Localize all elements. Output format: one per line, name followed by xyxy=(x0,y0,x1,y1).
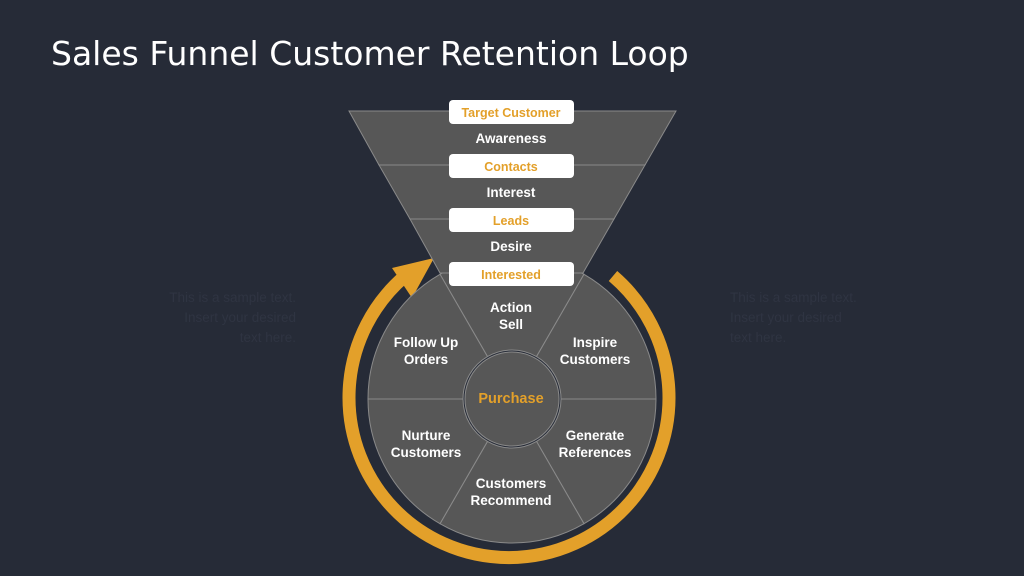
segment-label-follow-up: Follow Up xyxy=(394,335,459,350)
wheel-center-circle xyxy=(464,351,560,447)
segment-label-customers-3: Customers xyxy=(391,445,462,460)
wheel-segment-inspire xyxy=(535,273,657,400)
stage-tag: Interested xyxy=(481,268,541,282)
wheel-center-label: Purchase xyxy=(478,391,543,407)
stage-tag: Target Customer xyxy=(461,106,560,120)
segment-label-action: Action xyxy=(490,300,532,315)
segment-label-customers-2: Customers xyxy=(476,476,547,491)
page-title: Sales Funnel Customer Retention Loop xyxy=(51,34,689,73)
left-sample-line: This is a sample text. xyxy=(169,290,296,305)
wheel-segment-recommend xyxy=(439,440,585,544)
wheel-segment-nurture xyxy=(367,398,489,525)
stage-label: Interest xyxy=(487,185,536,200)
right-sample-text: This is a sample text. Insert your desir… xyxy=(730,288,880,348)
segment-label-inspire: Inspire xyxy=(573,335,618,350)
segment-label-generate: Generate xyxy=(566,428,625,443)
segment-label-sell: Sell xyxy=(499,317,523,332)
wheel-segment-follow-up xyxy=(367,273,489,400)
stage-tag-pill xyxy=(449,100,574,124)
stage-tag: Leads xyxy=(493,214,529,228)
stage-tag-pill xyxy=(449,262,574,286)
sales-funnel xyxy=(348,110,677,274)
funnel-stage-1: Target Customer Awareness xyxy=(449,100,574,146)
stage-label: Awareness xyxy=(475,131,546,146)
right-sample-line: This is a sample text. xyxy=(730,290,857,305)
left-sample-line: text here. xyxy=(239,330,296,345)
stage-tag: Contacts xyxy=(484,160,538,174)
segment-label-customers: Customers xyxy=(560,352,631,367)
funnel-stage-4: Interested xyxy=(449,262,574,286)
funnel-stage-2: Contacts Interest xyxy=(449,154,574,200)
stage-tag-pill xyxy=(449,154,574,178)
right-sample-line: Insert your desired xyxy=(730,310,842,325)
retention-wheel xyxy=(367,254,657,544)
segment-label-orders: Orders xyxy=(404,352,448,367)
left-sample-line: Insert your desired xyxy=(184,310,296,325)
segment-label-recommend: Recommend xyxy=(470,493,551,508)
retention-loop-arrow xyxy=(342,258,676,565)
left-sample-text: This is a sample text. Insert your desir… xyxy=(146,288,296,348)
right-sample-line: text here. xyxy=(730,330,787,345)
funnel-stage-3: Leads Desire xyxy=(449,208,574,254)
loop-arc xyxy=(342,271,676,565)
stage-label: Desire xyxy=(490,239,532,254)
wheel-labels: Action Sell Inspire Customers Generate R… xyxy=(391,300,632,508)
stage-tag-pill xyxy=(449,208,574,232)
loop-arrowhead-left xyxy=(392,258,434,298)
segment-label-references: References xyxy=(559,445,632,460)
segment-label-nurture: Nurture xyxy=(402,428,451,443)
